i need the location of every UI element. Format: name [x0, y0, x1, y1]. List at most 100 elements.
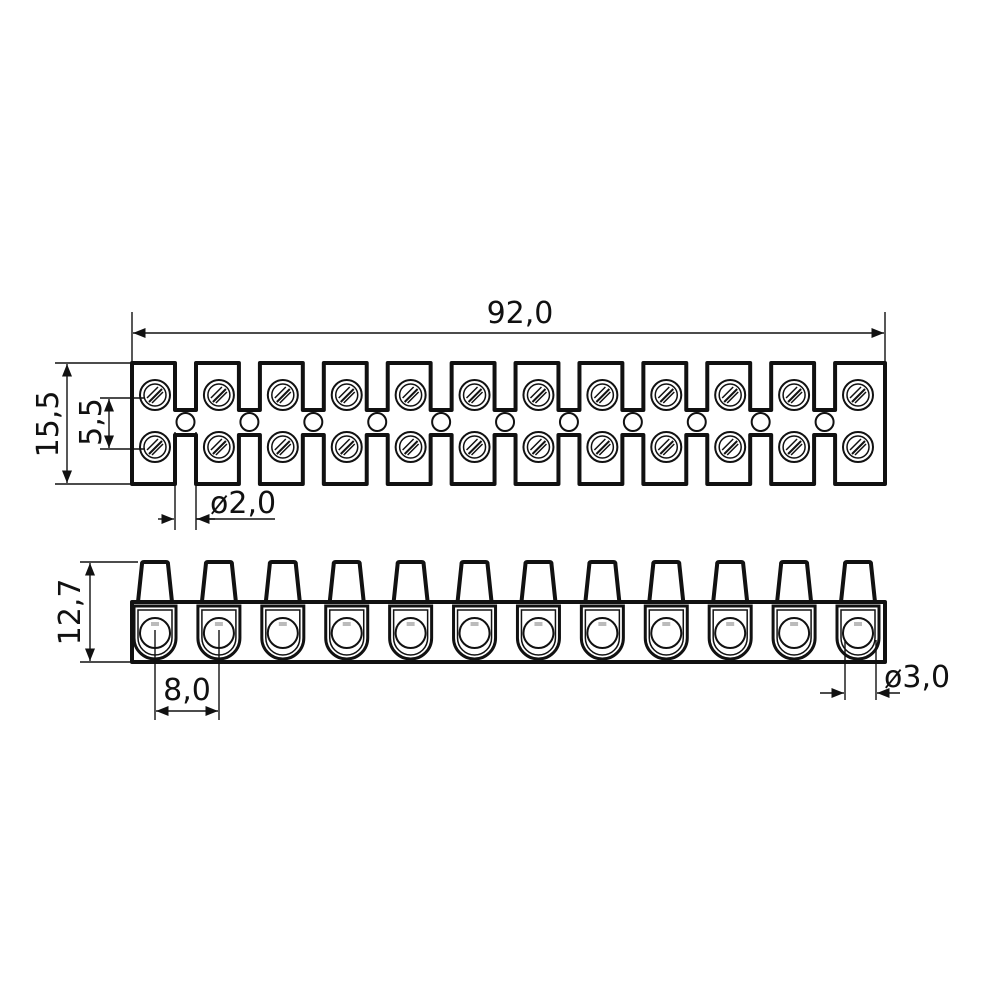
dimension-wire-hole: ø3,0 — [820, 640, 950, 700]
dimension-label-height-side: 12,7 — [53, 579, 88, 646]
dimension-screw-spacing: 5,5 — [74, 397, 145, 450]
screw-slot — [595, 440, 611, 455]
screw-icon — [714, 379, 747, 411]
screw-slot — [529, 438, 542, 451]
screw-slot — [849, 386, 862, 399]
screw-slot — [659, 388, 674, 403]
screw-slot — [790, 443, 803, 456]
mounting-hole — [175, 412, 196, 432]
screw-slot — [340, 388, 355, 403]
screw-slot — [407, 443, 420, 456]
screw-slot — [593, 386, 606, 399]
clamp-loop-inner — [648, 609, 685, 656]
clamp-loop-inner — [712, 609, 748, 656]
screw-slot — [851, 388, 866, 403]
clamp-loop-inner — [392, 609, 429, 656]
dimension-height-side: 12,7 — [53, 561, 138, 663]
screw-slot — [343, 443, 356, 456]
screw-slot — [849, 438, 862, 451]
wire-hole — [778, 617, 811, 649]
screw-icon — [202, 431, 235, 463]
screw-slot — [467, 388, 483, 403]
screw-icon — [650, 431, 683, 463]
screw-slot — [402, 438, 415, 451]
terminal-tower — [391, 560, 430, 603]
dimension-overall-length: 92,0 — [131, 296, 886, 362]
mounting-hole — [495, 412, 516, 432]
screw-slot — [215, 443, 228, 456]
dimension-label-mounting-hole: ø2,0 — [210, 486, 276, 521]
clamp-loop-inner — [584, 609, 621, 656]
screw-slot — [531, 388, 547, 403]
screw-slot — [343, 391, 356, 404]
screw-slot — [471, 391, 484, 404]
screw-slot — [210, 386, 223, 399]
dimension-pitch: 8,0 — [154, 630, 220, 720]
screw-slot — [151, 391, 164, 404]
screw-slot — [854, 391, 867, 404]
screw-icon — [330, 379, 363, 411]
mounting-hole — [239, 412, 260, 432]
screw-icon — [778, 379, 811, 411]
side-view-body — [130, 600, 887, 664]
screw-icon — [586, 431, 619, 463]
screw-icon — [139, 379, 171, 411]
screw-slot — [146, 386, 159, 399]
screw-slot — [402, 386, 415, 399]
screw-slot — [215, 391, 228, 404]
screw-slot — [403, 440, 419, 455]
screw-slot — [790, 391, 803, 404]
dimension-height-top: 15,5 — [31, 362, 131, 485]
wire-hole — [586, 617, 619, 649]
terminal-tower — [711, 560, 750, 603]
screw-icon — [522, 431, 555, 463]
terminal-tower — [199, 560, 238, 603]
screw-slot — [276, 388, 291, 403]
screw-slot — [274, 386, 287, 399]
screw-tip — [151, 622, 159, 626]
screw-slot — [593, 438, 606, 451]
screw-slot — [721, 386, 734, 399]
screw-slot — [407, 391, 420, 404]
screw-slot — [657, 386, 670, 399]
screw-slot — [403, 388, 419, 403]
screw-slot — [338, 386, 351, 399]
terminal-tower — [583, 560, 622, 603]
screw-slot — [471, 443, 484, 456]
screw-slot — [148, 440, 163, 455]
terminal-tower — [839, 560, 877, 603]
screw-slot — [787, 388, 802, 403]
screw-tip — [662, 622, 671, 626]
wire-hole — [522, 617, 555, 649]
screw-slot — [466, 386, 479, 399]
screw-slot — [466, 438, 479, 451]
screw-tip — [470, 622, 479, 626]
terminal-tower — [327, 560, 366, 603]
clamp-loop-inner — [201, 609, 237, 656]
screw-icon — [266, 431, 299, 463]
terminal-tower — [136, 560, 174, 603]
screw-slot — [151, 443, 164, 456]
screw-slot — [726, 391, 739, 404]
terminal-tower — [647, 560, 686, 603]
clamp-loop-inner — [456, 609, 493, 656]
dimension-mounting-hole: ø2,0 — [158, 432, 276, 530]
screw-icon — [842, 431, 874, 463]
screw-icon — [778, 431, 811, 463]
screw-slot — [212, 388, 227, 403]
dimension-label-screw-spacing: 5,5 — [74, 398, 109, 446]
screw-slot — [212, 440, 227, 455]
wire-hole — [714, 617, 747, 649]
screw-slot — [851, 440, 866, 455]
screw-icon — [714, 431, 747, 463]
mounting-hole — [431, 412, 452, 432]
screw-slot — [726, 443, 739, 456]
screw-tip — [534, 622, 543, 626]
screw-icon — [394, 431, 427, 463]
side-view — [130, 560, 887, 664]
screw-icon — [586, 379, 619, 411]
screw-icon — [330, 431, 363, 463]
screw-slot — [598, 443, 611, 456]
screw-slot — [534, 391, 547, 404]
